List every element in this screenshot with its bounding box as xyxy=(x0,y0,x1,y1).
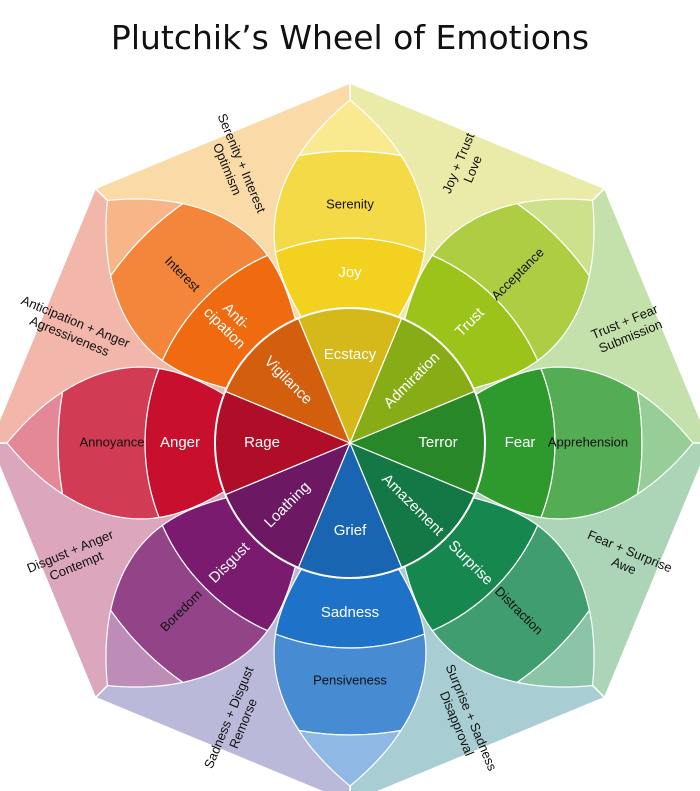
petal-surprise-outer xyxy=(431,524,591,684)
label-joy-outer: Serenity xyxy=(326,196,374,211)
petal-anger-outer xyxy=(57,366,160,520)
petal-disgust-outer xyxy=(109,524,269,684)
ring-lines xyxy=(214,307,486,579)
petal-disgust-tip xyxy=(105,608,185,688)
petal-fear-tip xyxy=(636,390,694,496)
label-sadness-inner: Grief xyxy=(334,522,367,539)
label-fear-middle: Fear xyxy=(505,434,536,451)
label-joy-inner: Ecstacy xyxy=(324,346,377,363)
petal-anticipation-tip xyxy=(105,198,185,278)
label-sadness-middle: Sadness xyxy=(321,604,379,621)
inner-ring xyxy=(214,307,486,579)
diagram-title: Plutchik’s Wheel of Emotions xyxy=(110,18,590,57)
label-fear-inner: Terror xyxy=(418,434,457,451)
petal-sadness-tip xyxy=(297,729,403,787)
petal-trust-tip xyxy=(515,198,595,278)
label-sadness-outer: Pensiveness xyxy=(313,672,387,687)
petal-trust-outer xyxy=(431,202,591,362)
petal-fear-outer xyxy=(540,366,643,520)
petal-anticipation-outer xyxy=(109,202,269,362)
label-anger-inner: Rage xyxy=(244,434,280,451)
label-joy-middle: Joy xyxy=(338,264,362,281)
petal-sadness-outer xyxy=(273,633,427,736)
petal-joy-tip xyxy=(297,99,403,157)
label-anger-middle: Anger xyxy=(160,434,200,451)
petal-anger-tip xyxy=(6,390,64,496)
petal-joy-outer xyxy=(273,150,427,253)
label-anger-outer: Annoyance xyxy=(79,434,144,449)
label-fear-outer: Apprehension xyxy=(548,434,628,449)
petal-surprise-tip xyxy=(515,608,595,688)
